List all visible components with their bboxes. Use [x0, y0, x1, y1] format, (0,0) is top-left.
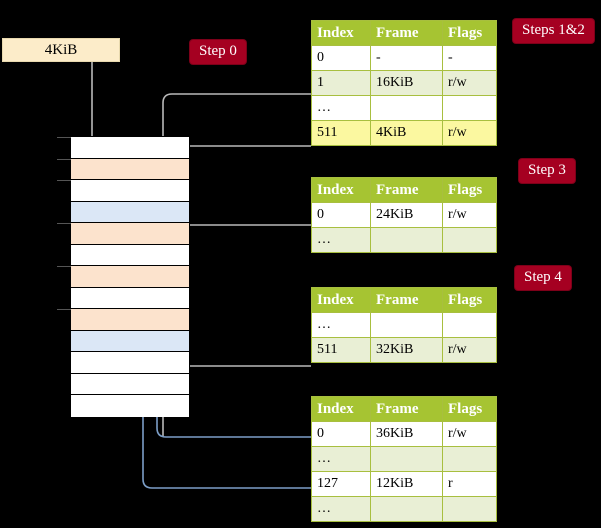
cell-index: 511: [311, 120, 371, 146]
column-header-index: Index: [311, 20, 371, 46]
cell-index: …: [311, 446, 371, 472]
table-row[interactable]: 0--: [311, 45, 497, 71]
cell-frame: 12KiB: [370, 471, 443, 497]
cell-frame: 16KiB: [370, 70, 443, 96]
column-header-flags: Flags: [442, 396, 497, 422]
table-row[interactable]: …: [311, 95, 497, 121]
memory-frame-row: [57, 309, 189, 331]
memory-frame-row: [57, 158, 189, 180]
column-header-frame: Frame: [370, 177, 443, 203]
cell-index: 1: [311, 70, 371, 96]
memory-frame-tick: [57, 137, 71, 138]
column-header-flags: Flags: [442, 177, 497, 203]
cell-frame: 24KiB: [370, 202, 443, 228]
cell-flags: r: [442, 471, 497, 497]
memory-frame-row: [71, 330, 189, 352]
cell-flags: r/w: [442, 202, 497, 228]
cell-index: 0: [311, 421, 371, 447]
cell-frame: 36KiB: [370, 421, 443, 447]
cell-flags: r/w: [442, 337, 497, 363]
memory-frame-tick: [57, 309, 71, 310]
cell-flags: [442, 496, 497, 522]
cell-flags: [442, 312, 497, 338]
cell-frame: [370, 496, 443, 522]
memory-frame-row: [71, 201, 189, 223]
memory-frame-row: [71, 287, 189, 309]
table-row[interactable]: …: [311, 446, 497, 472]
memory-frame-row: [57, 223, 189, 245]
memory-frame-tick: [57, 158, 71, 160]
column-header-index: Index: [311, 177, 371, 203]
table-row[interactable]: …: [311, 227, 497, 253]
table-row[interactable]: …: [311, 496, 497, 522]
cell-frame: [370, 227, 443, 253]
badge-step-3: Step 3: [519, 159, 575, 183]
cell-frame: -: [370, 45, 443, 71]
wire-l3-row0: [175, 224, 311, 258]
memory-frame-tick: [57, 180, 71, 181]
cell-flags: -: [442, 45, 497, 71]
physical-memory-block: [57, 136, 190, 417]
memory-frame-row: [57, 266, 189, 288]
wire-l4-row511: [175, 145, 311, 172]
cell-index: …: [311, 227, 371, 253]
cell-frame: 32KiB: [370, 337, 443, 363]
wire-l2-row511: [169, 302, 311, 367]
table-row[interactable]: …: [311, 312, 497, 338]
memory-frame-row: [71, 395, 189, 417]
badge-step-0: Step 0: [190, 40, 246, 64]
column-header-flags: Flags: [442, 20, 497, 46]
cell-flags: r/w: [442, 120, 497, 146]
cell-frame: [370, 312, 443, 338]
cell-frame: [370, 95, 443, 121]
memory-frame-row: [71, 244, 189, 266]
memory-frame-row: [57, 180, 189, 202]
cell-index: …: [311, 95, 371, 121]
page-size-label: 4KiB: [2, 38, 120, 62]
column-header-frame: Frame: [370, 287, 443, 313]
cell-frame: [370, 446, 443, 472]
memory-frame-row: [57, 137, 189, 159]
cell-index: 0: [311, 202, 371, 228]
cell-index: 0: [311, 45, 371, 71]
cell-index: 127: [311, 471, 371, 497]
column-header-index: Index: [311, 396, 371, 422]
column-header-flags: Flags: [442, 287, 497, 313]
memory-frame-row: [71, 352, 189, 374]
badge-step-4: Step 4: [515, 266, 571, 290]
cell-index: …: [311, 496, 371, 522]
column-header-frame: Frame: [370, 396, 443, 422]
cell-frame: 4KiB: [370, 120, 443, 146]
badge-steps-1-2: Steps 1&2: [513, 19, 594, 43]
memory-frame-tick: [57, 223, 71, 224]
cell-flags: r/w: [442, 421, 497, 447]
memory-frame-row: [71, 373, 189, 395]
memory-frame-tick: [57, 266, 71, 267]
cell-flags: [442, 95, 497, 121]
cell-flags: r/w: [442, 70, 497, 96]
column-header-frame: Frame: [370, 20, 443, 46]
cell-flags: [442, 446, 497, 472]
cell-index: 511: [311, 337, 371, 363]
column-header-index: Index: [311, 287, 371, 313]
cell-flags: [442, 227, 497, 253]
cell-index: …: [311, 312, 371, 338]
